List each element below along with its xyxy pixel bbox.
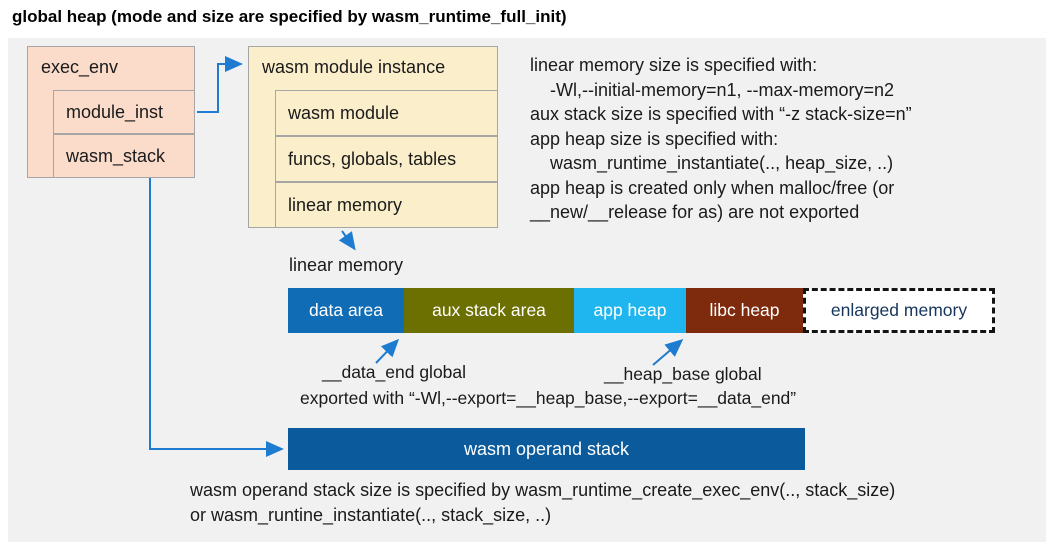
note-line: app heap is created only when malloc/fre…	[530, 177, 895, 198]
module-inst-cell: module_inst	[53, 90, 195, 134]
segment-data-area: data area	[288, 288, 404, 333]
footer-block: wasm operand stack size is specified by …	[190, 478, 895, 528]
footer-line: wasm operand stack size is specified by …	[190, 480, 896, 500]
wasm-stack-cell: wasm_stack	[53, 134, 195, 178]
wasm-module-cell: wasm module	[275, 90, 498, 136]
wasm-operand-stack-bar: wasm operand stack	[288, 428, 805, 470]
exported-with-label: exported with “-Wl,--export=__heap_base,…	[300, 388, 797, 408]
notes-block: linear memory size is specified with: -W…	[530, 53, 912, 225]
module-instance-label: wasm module instance	[262, 57, 446, 77]
exec-env-label: exec_env	[41, 57, 119, 77]
footer-line: or wasm_runtine_instantiate(.., stack_si…	[190, 505, 552, 525]
segment-enlarged-memory: enlarged memory	[803, 288, 995, 333]
segment-libc-heap: libc heap	[686, 288, 803, 333]
note-line: app heap size is specified with:	[530, 128, 779, 149]
segment-app-heap: app heap	[574, 288, 686, 333]
note-line: __new/__release for as) are not exported	[530, 202, 860, 222]
data-end-global-label: __data_end global	[322, 362, 467, 382]
heap-base-global-label: __heap_base global	[604, 364, 762, 384]
note-line: linear memory size is specified with:	[530, 55, 818, 75]
segment-aux-stack-area: aux stack area	[404, 288, 574, 333]
linear-memory-cell: linear memory	[275, 182, 498, 228]
diagram-title: global heap (mode and size are specified…	[12, 7, 567, 26]
funcs-globals-tables-cell: funcs, globals, tables	[275, 136, 498, 182]
linear-memory-bar-label: linear memory	[289, 255, 404, 275]
note-line: aux stack size is specified with “-z sta…	[530, 104, 912, 124]
note-line: -Wl,--initial-memory=n1, --max-memory=n2	[550, 79, 895, 100]
note-line: wasm_runtime_instantiate(.., heap_size, …	[550, 153, 894, 173]
